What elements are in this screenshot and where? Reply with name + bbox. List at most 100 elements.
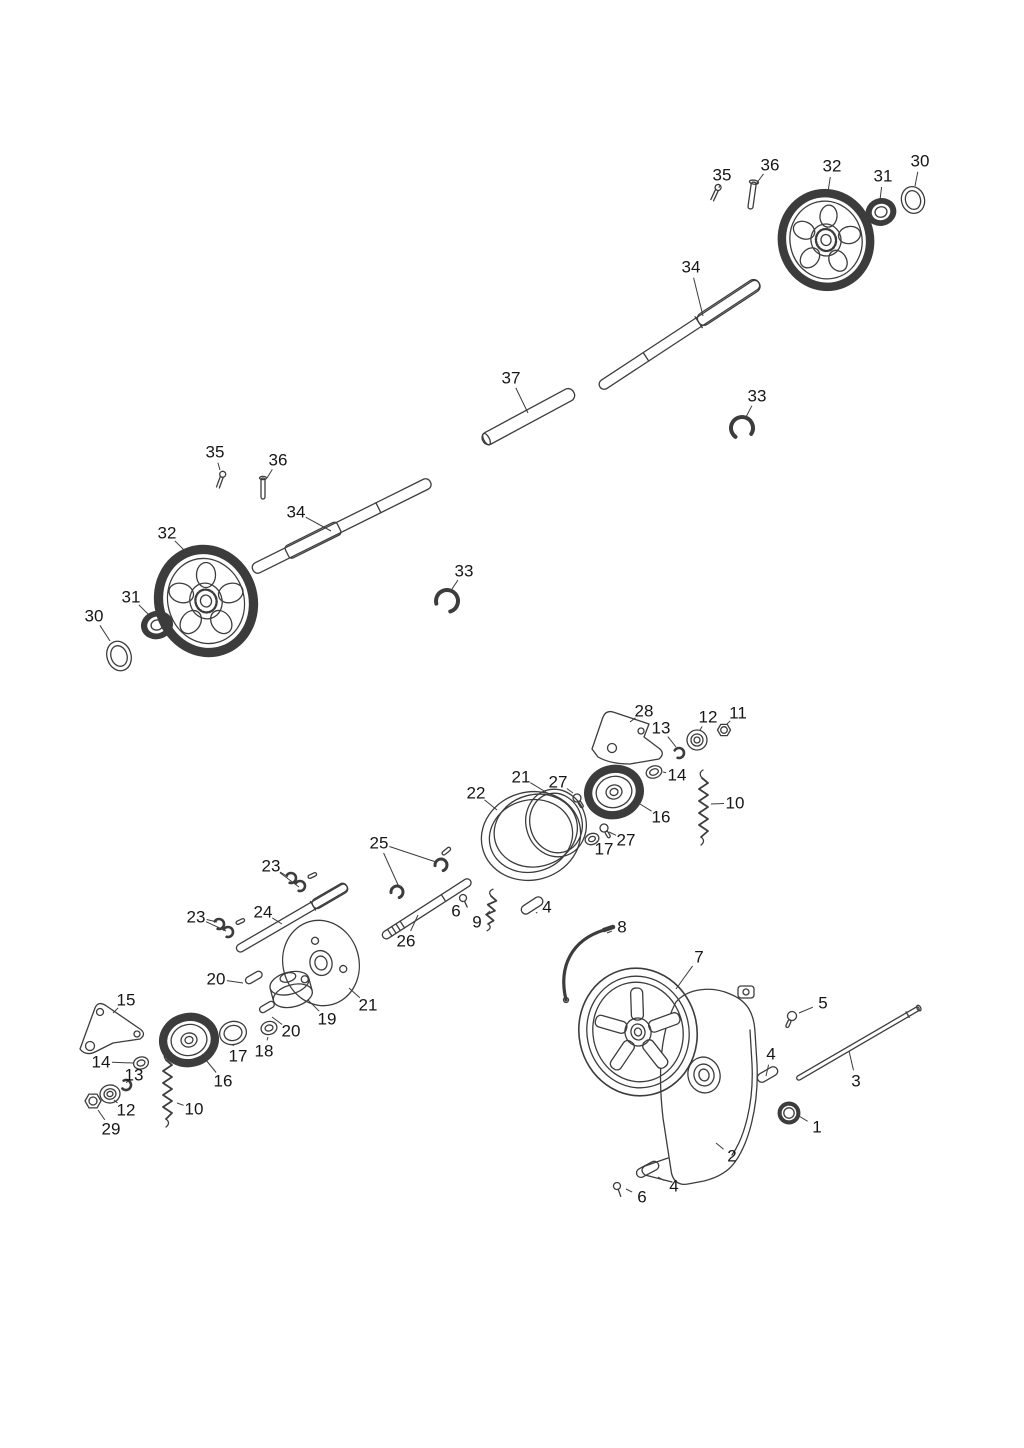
bearing-31-upper-right xyxy=(865,198,897,226)
callout-leader-27 xyxy=(566,788,574,794)
callout-leader-32 xyxy=(827,176,831,193)
callout-label-31: 31 xyxy=(122,588,141,607)
callout-leader-23 xyxy=(206,919,218,923)
pulley-19 xyxy=(269,970,313,1009)
callout-leader-32 xyxy=(174,540,191,557)
hub-18 xyxy=(260,1020,278,1036)
callout-label-33: 33 xyxy=(748,387,767,406)
washer-14-left xyxy=(132,1056,150,1070)
clip-13-left xyxy=(119,1078,133,1092)
callout-leader-31 xyxy=(138,604,150,616)
callout-leader-4 xyxy=(765,1064,770,1077)
gear-32-left xyxy=(153,544,259,658)
callout-label-37: 37 xyxy=(502,369,521,388)
callout-label-17: 17 xyxy=(595,840,614,859)
pin-36-upper-right xyxy=(747,179,760,210)
callout-leader-23 xyxy=(279,872,300,888)
callout-leader-2 xyxy=(715,1142,724,1150)
callout-leader-21 xyxy=(530,782,550,795)
callout-leader-33 xyxy=(745,405,753,418)
callout-label-9: 9 xyxy=(472,913,481,932)
callout-leader-20 xyxy=(226,980,244,984)
callout-label-30: 30 xyxy=(911,152,930,171)
screw-5 xyxy=(785,1010,798,1029)
callout-label-35: 35 xyxy=(713,166,732,185)
callout-leader-31 xyxy=(879,186,883,201)
gear-16-left xyxy=(158,1012,220,1068)
clip-13-upper xyxy=(672,746,686,760)
callout-leader-34 xyxy=(693,277,704,317)
callout-label-20: 20 xyxy=(207,970,226,989)
callout-leader-13 xyxy=(125,1080,129,1084)
callout-label-23: 23 xyxy=(187,908,206,927)
screw-6-middle xyxy=(458,893,468,908)
cotter-pin-35-upper-right xyxy=(710,183,722,202)
callout-label-19: 19 xyxy=(318,1010,337,1029)
callout-leader-13 xyxy=(667,736,677,748)
callout-leader-20 xyxy=(271,1016,283,1025)
callout-label-10: 10 xyxy=(185,1100,204,1119)
callout-label-33: 33 xyxy=(455,562,474,581)
callout-label-31: 31 xyxy=(874,167,893,186)
pin-4-middle xyxy=(520,896,544,915)
circlip-33-upper xyxy=(729,415,755,441)
callout-label-26: 26 xyxy=(397,932,416,951)
frame-plate-2 xyxy=(641,985,758,1186)
callout-leader-34 xyxy=(305,516,332,532)
callout-label-18: 18 xyxy=(255,1042,274,1061)
callout-label-14: 14 xyxy=(92,1053,111,1072)
callout-label-8: 8 xyxy=(617,918,626,937)
callout-leader-3 xyxy=(848,1050,854,1071)
callout-label-35: 35 xyxy=(206,443,225,462)
callout-leader-29 xyxy=(97,1109,106,1121)
callout-leader-26 xyxy=(410,914,419,932)
nut-11 xyxy=(716,723,732,737)
callout-label-7: 7 xyxy=(694,948,703,967)
callout-label-20: 20 xyxy=(282,1022,301,1041)
callout-leader-21 xyxy=(348,987,361,999)
pin-4-bottom xyxy=(635,1160,660,1179)
callout-leader-30 xyxy=(99,625,111,642)
pin-36-left xyxy=(258,475,268,500)
callout-leader-37 xyxy=(515,387,529,414)
callout-leader-19 xyxy=(307,999,320,1012)
callout-leader-4 xyxy=(657,1176,665,1182)
bearing-12-left xyxy=(99,1084,121,1104)
callout-label-3: 3 xyxy=(851,1072,860,1091)
callout-label-16: 16 xyxy=(214,1072,233,1091)
callout-label-6: 6 xyxy=(637,1188,646,1207)
ring-17-left xyxy=(218,1020,248,1046)
washer-14-upper xyxy=(645,765,663,779)
bolt-29 xyxy=(84,1093,102,1109)
callout-label-5: 5 xyxy=(818,994,827,1013)
screw-27-left xyxy=(572,793,584,809)
callout-leader-25 xyxy=(389,846,437,863)
rod-8 xyxy=(562,924,616,1004)
callout-leader-14 xyxy=(111,1061,134,1064)
spring-10-right xyxy=(698,769,709,846)
callout-label-10: 10 xyxy=(726,794,745,813)
bracket-15 xyxy=(79,1002,145,1055)
callout-label-27: 27 xyxy=(549,773,568,792)
callout-leader-35 xyxy=(718,185,720,189)
callout-label-13: 13 xyxy=(125,1066,144,1085)
cotter-pin-35-left xyxy=(215,470,227,489)
callout-label-1: 1 xyxy=(812,1118,821,1137)
callout-label-2: 2 xyxy=(727,1147,736,1166)
shaft-24 xyxy=(235,882,349,953)
pin-20-lower xyxy=(258,1000,275,1014)
callout-leader-16 xyxy=(205,1059,217,1073)
callout-label-4: 4 xyxy=(766,1045,775,1064)
callout-leader-12 xyxy=(699,726,703,731)
callout-leader-9 xyxy=(485,910,491,916)
bearing-31-left xyxy=(140,610,174,640)
callout-label-32: 32 xyxy=(158,524,177,543)
callout-leader-23 xyxy=(279,871,289,878)
callout-leader-12 xyxy=(113,1099,118,1104)
callout-leader-6 xyxy=(625,1188,633,1193)
callout-leader-27 xyxy=(608,831,617,836)
nut-1 xyxy=(777,1101,801,1125)
